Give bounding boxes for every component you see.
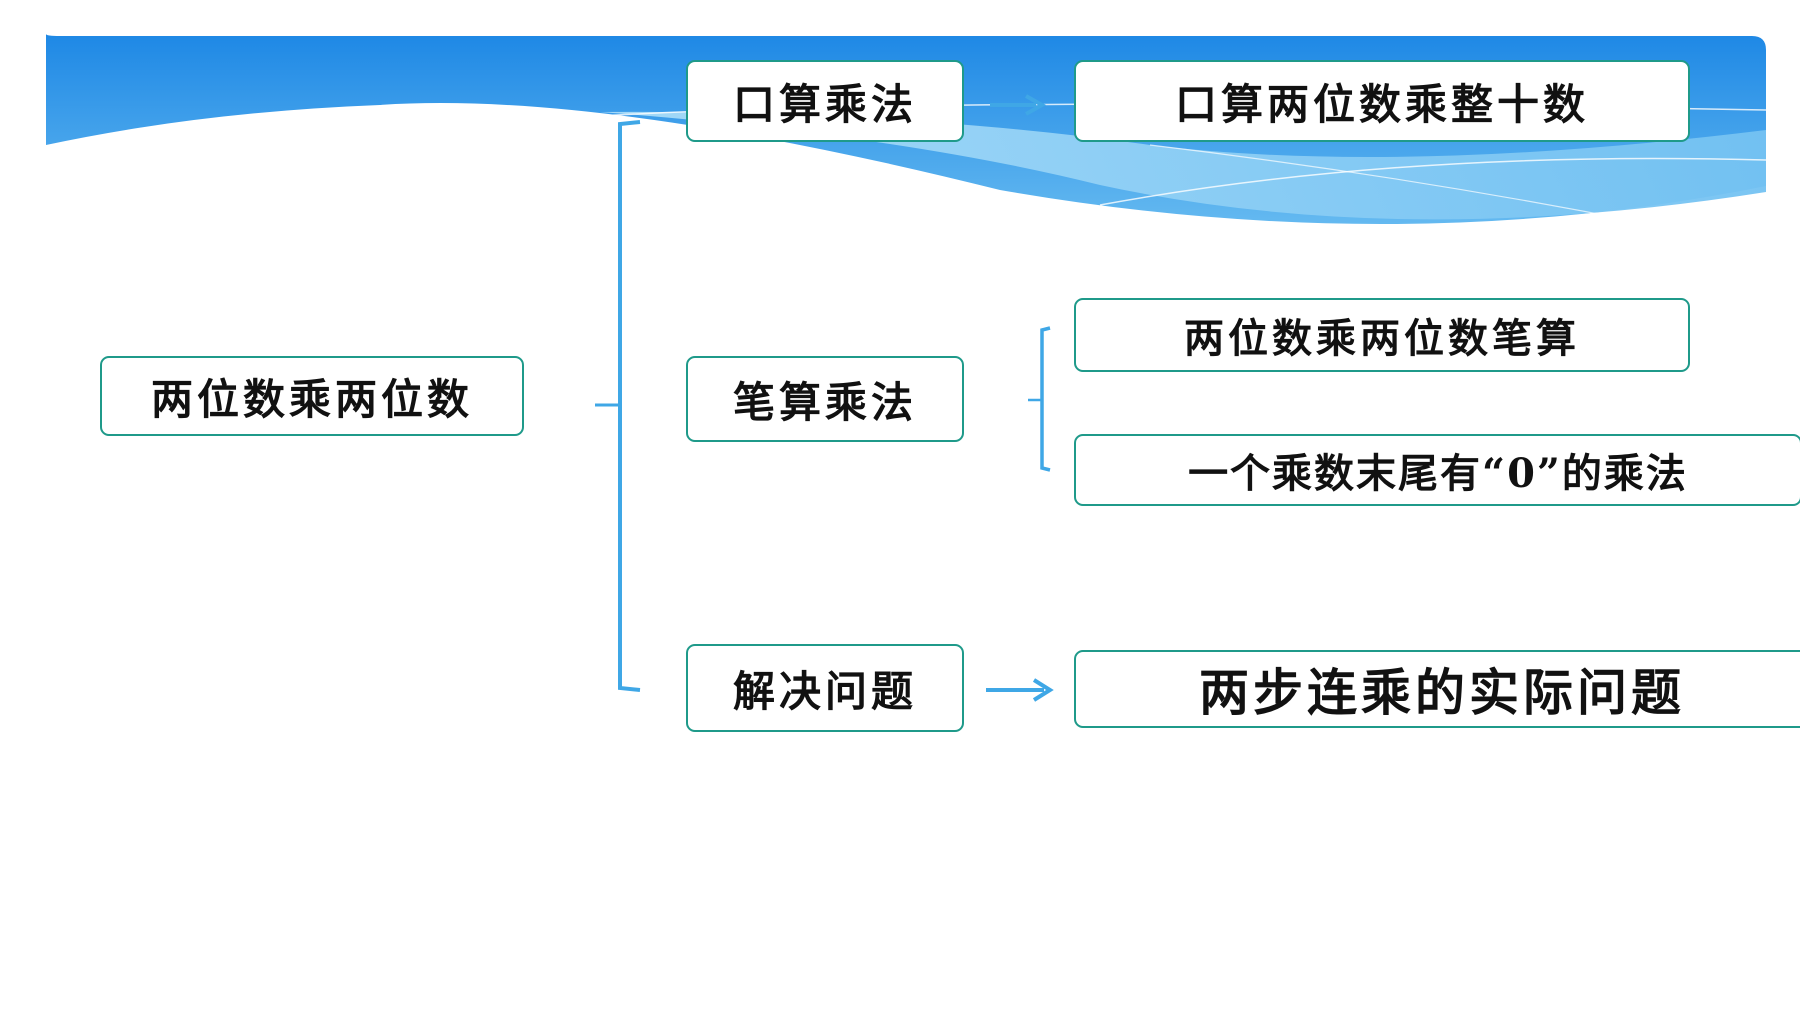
leaf-node-two-step-problems: 两步连乘的实际问题: [1074, 650, 1800, 728]
branch-node-written-multiplication: 笔算乘法: [686, 356, 964, 442]
leaf-node-label: 口算两位数乘整十数: [1174, 79, 1589, 129]
branch-node-label: 笔算乘法: [732, 377, 917, 427]
leaf-node-oral-tens: 口算两位数乘整十数: [1074, 60, 1690, 142]
written-bracket: [1040, 326, 1051, 472]
arrow-oral: [990, 94, 1047, 116]
branch-node-problem-solving: 解决问题: [686, 644, 964, 732]
leaf-node-label: 两步连乘的实际问题: [1199, 663, 1685, 722]
leaf-node-label: 一个乘数末尾有“0”的乘法: [1188, 450, 1688, 497]
leaf-node-written-two-digit: 两位数乘两位数笔算: [1074, 298, 1690, 372]
root-node-label: 两位数乘两位数: [150, 374, 473, 424]
branch-node-label: 解决问题: [732, 666, 917, 716]
branch-node-label: 口算乘法: [732, 79, 917, 129]
branch-node-oral-multiplication: 口算乘法: [686, 60, 964, 142]
main-bracket: [618, 120, 641, 692]
root-node: 两位数乘两位数: [100, 356, 524, 436]
leaf-node-label: 两位数乘两位数笔算: [1184, 315, 1580, 362]
arrow-solve: [986, 678, 1054, 702]
leaf-node-written-trailing-zero: 一个乘数末尾有“0”的乘法: [1074, 434, 1800, 506]
